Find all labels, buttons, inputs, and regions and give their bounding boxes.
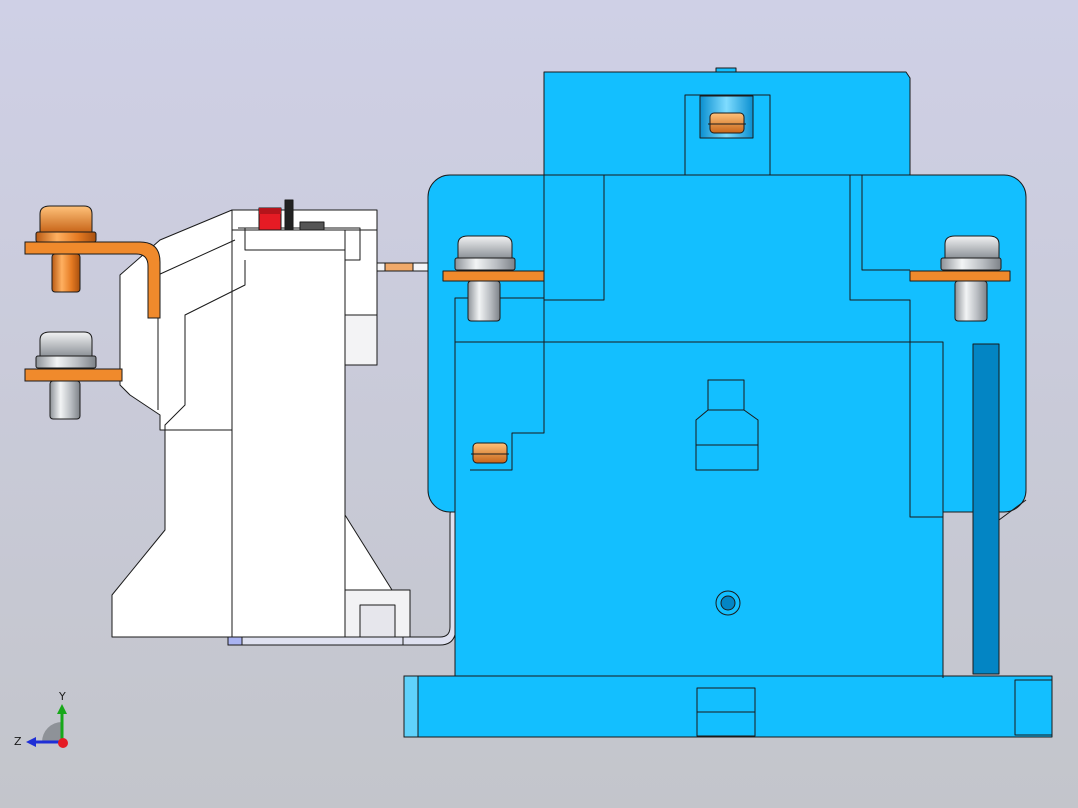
contactor-step-right	[849, 175, 944, 678]
axis-y-label: Y	[58, 690, 66, 703]
left-terminal-shaft	[467, 280, 501, 322]
relay-base-tab	[227, 636, 243, 646]
relay-line-terminals	[24, 205, 161, 420]
aux-terminal-screw	[472, 442, 508, 464]
lower-screw-shaft	[49, 380, 81, 420]
right-terminal-washer	[940, 257, 1002, 271]
contactor-screws	[454, 112, 1002, 464]
thermal-relay	[111, 199, 411, 646]
contactor-side-slot-edge	[998, 344, 1027, 521]
right-terminal-head	[944, 235, 1000, 259]
relay-inner-bevel	[238, 227, 361, 261]
lower-screw-head	[39, 331, 93, 357]
contactor-base-right-lip	[1014, 679, 1053, 736]
relay-reset-lever	[284, 199, 294, 231]
contactor-armature	[695, 379, 759, 471]
contactor-side-slot	[972, 343, 1000, 675]
upper-screw-shaft	[51, 253, 81, 293]
right-terminal-shaft	[954, 280, 988, 322]
left-terminal-washer	[454, 257, 516, 271]
right-terminal-tab	[909, 270, 1011, 282]
upper-copper-bar	[24, 241, 161, 319]
upper-screw-washer	[35, 231, 97, 243]
contactor-step-inner	[470, 175, 605, 471]
contactor-top-nub	[715, 67, 737, 73]
contactor	[403, 67, 1053, 738]
relay-cover-step	[344, 314, 378, 366]
upper-link-copper	[384, 262, 414, 272]
contactor-main-body	[454, 341, 944, 679]
left-terminal-tab	[442, 270, 545, 282]
left-terminal-head	[457, 235, 513, 259]
axis-triad-icon	[26, 704, 68, 748]
lower-screw-washer	[35, 355, 97, 369]
upper-screw-head	[39, 205, 93, 233]
relay-main-body	[231, 209, 346, 638]
top-terminal-screw	[709, 112, 745, 134]
relay-test-button-top	[259, 208, 281, 214]
lower-copper-bar	[24, 368, 123, 382]
contactor-base-left-lip	[403, 675, 419, 738]
relay-dial	[299, 221, 325, 231]
relay-terminal-inner	[359, 604, 396, 638]
relay-base-strip	[227, 636, 404, 646]
relay-inner-slot	[164, 260, 246, 430]
axis-z-label: Z	[14, 735, 22, 748]
contactor-step-right-outer	[861, 175, 910, 271]
